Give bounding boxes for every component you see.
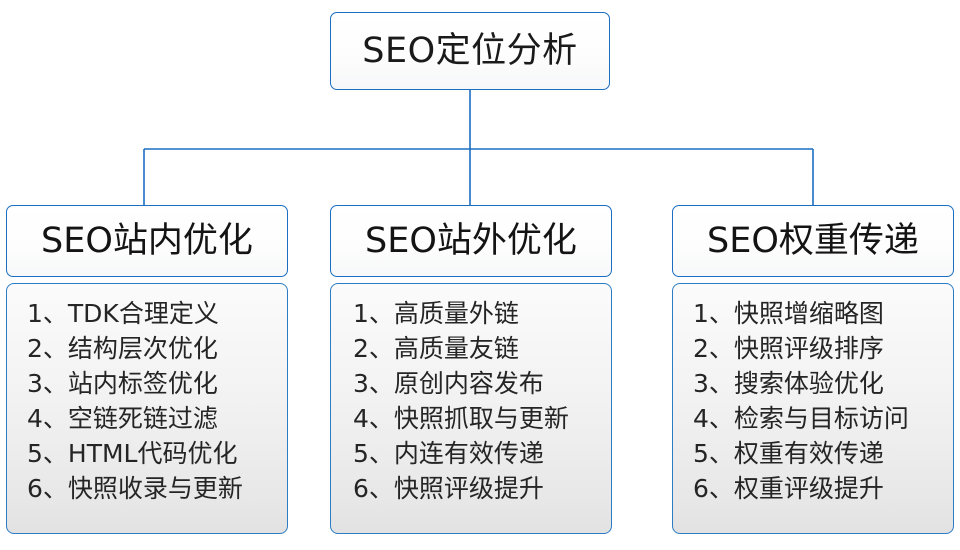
list-item: 5、HTML代码优化: [27, 439, 238, 468]
branch-header-label: SEO站内优化: [41, 220, 253, 261]
list-item: 1、高质量外链: [353, 299, 519, 328]
list-item: 6、快照评级提升: [353, 474, 544, 503]
branch-header-3[interactable]: SEO权重传递: [672, 205, 954, 277]
root-node[interactable]: SEO定位分析: [330, 12, 610, 90]
list-item: 3、搜索体验优化: [693, 369, 884, 398]
list-item: 4、检索与目标访问: [693, 404, 909, 433]
branch-header-2[interactable]: SEO站外优化: [330, 205, 612, 277]
list-item: 3、站内标签优化: [27, 369, 218, 398]
branch-column-2: SEO站外优化 1、高质量外链 2、高质量友链 3、原创内容发布 4、快照抓取与…: [330, 205, 612, 534]
branch-list-1: 1、TDK合理定义 2、结构层次优化 3、站内标签优化 4、空链死链过滤 5、H…: [6, 283, 288, 534]
list-item: 2、快照评级排序: [693, 334, 884, 363]
list-item: 2、结构层次优化: [27, 334, 218, 363]
list-item: 5、权重有效传递: [693, 439, 884, 468]
branch-header-label: SEO站外优化: [365, 220, 577, 261]
list-item: 6、快照收录与更新: [27, 474, 243, 503]
list-item: 3、原创内容发布: [353, 369, 544, 398]
list-item: 4、快照抓取与更新: [353, 404, 569, 433]
list-item: 5、内连有效传递: [353, 439, 544, 468]
list-item: 4、空链死链过滤: [27, 404, 218, 433]
list-item: 2、高质量友链: [353, 334, 519, 363]
list-item: 1、快照增缩略图: [693, 299, 884, 328]
root-node-label: SEO定位分析: [362, 30, 578, 71]
branch-list-2: 1、高质量外链 2、高质量友链 3、原创内容发布 4、快照抓取与更新 5、内连有…: [330, 283, 612, 534]
branch-list-3: 1、快照增缩略图 2、快照评级排序 3、搜索体验优化 4、检索与目标访问 5、权…: [672, 283, 954, 534]
branch-header-label: SEO权重传递: [707, 220, 919, 261]
branch-column-3: SEO权重传递 1、快照增缩略图 2、快照评级排序 3、搜索体验优化 4、检索与…: [672, 205, 954, 534]
list-item: 6、权重评级提升: [693, 474, 884, 503]
branch-header-1[interactable]: SEO站内优化: [6, 205, 288, 277]
branch-column-1: SEO站内优化 1、TDK合理定义 2、结构层次优化 3、站内标签优化 4、空链…: [6, 205, 288, 534]
list-item: 1、TDK合理定义: [27, 299, 219, 328]
